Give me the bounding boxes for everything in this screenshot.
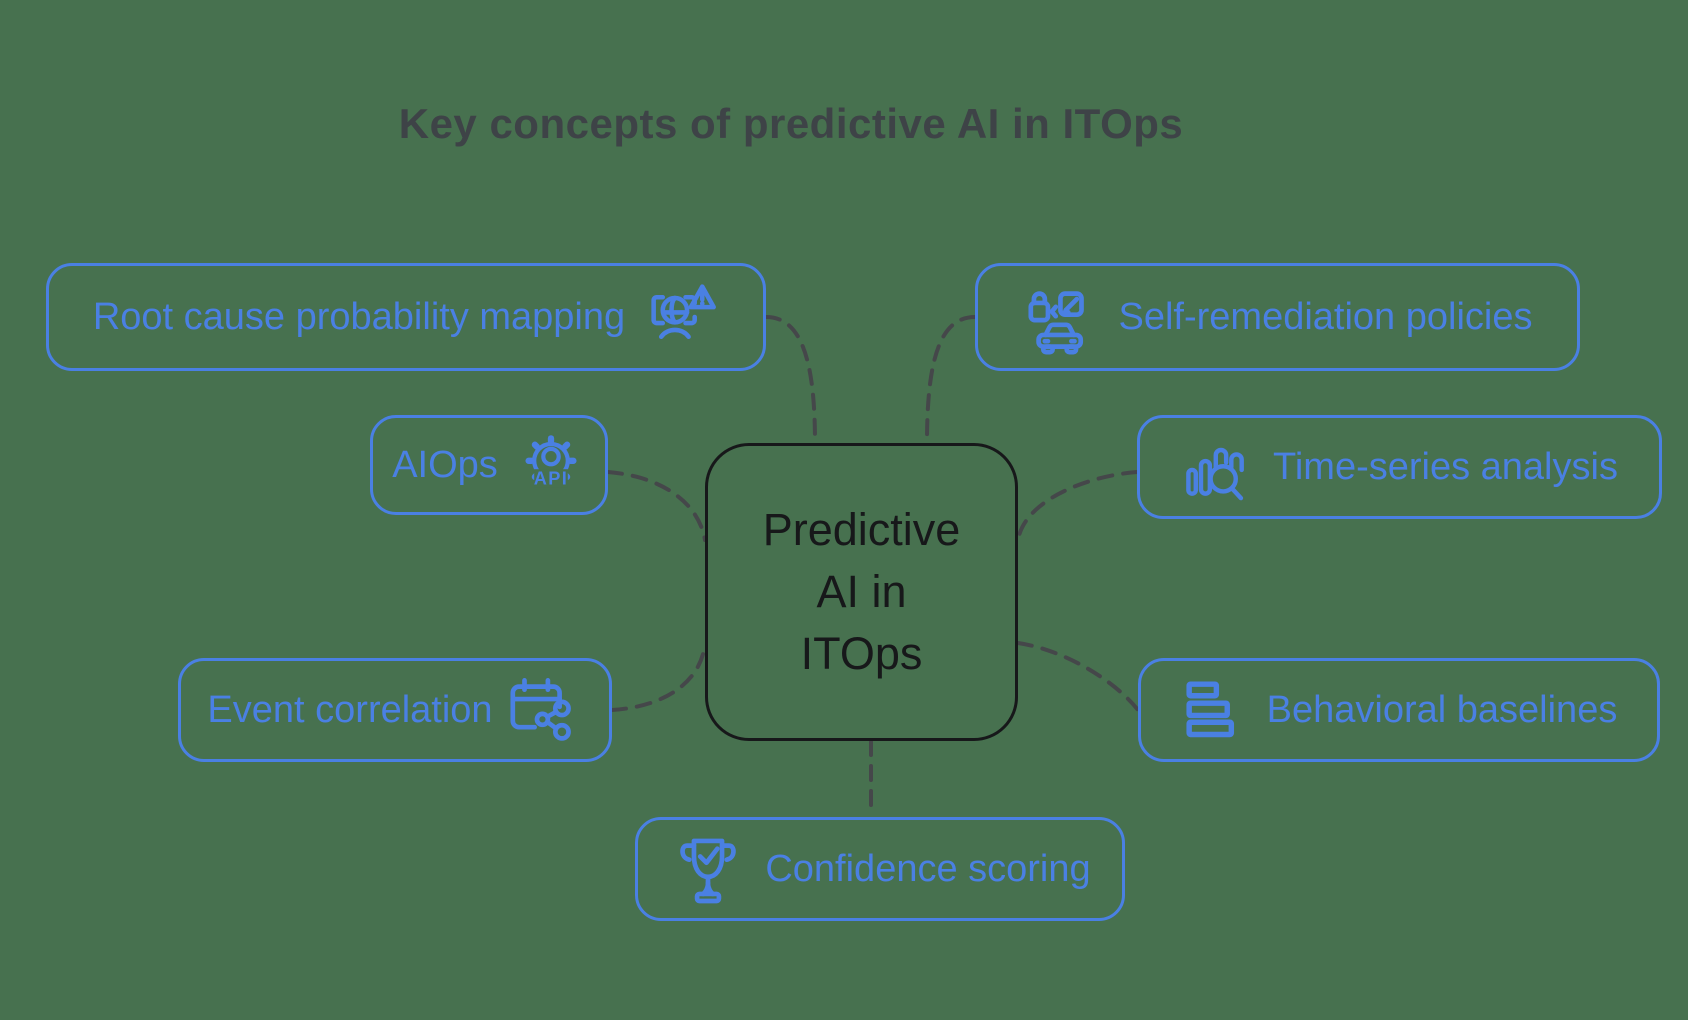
globe-alert-icon <box>643 279 719 355</box>
node-label: Behavioral baselines <box>1266 688 1618 731</box>
page-title: Key concepts of predictive AI in ITOps <box>398 100 1184 147</box>
node-label: Time-series analysis <box>1273 445 1618 488</box>
node-label: Event correlation <box>207 688 493 731</box>
node-label: Root cause probability mapping <box>92 295 626 338</box>
api-gear-icon: API <box>516 430 586 500</box>
node-time-series-analysis: Time-series analysis <box>1137 415 1662 519</box>
central-node-predictive-ai-in-itops: Predictive AI in ITOps <box>705 443 1018 741</box>
connector-self-remediation <box>925 315 977 445</box>
node-root-cause-probability-mapping: Root cause probability mapping <box>46 263 766 371</box>
stacked-bars-icon <box>1181 674 1249 746</box>
api-gear-icon-text: API <box>534 469 569 489</box>
node-label: Self-remediation policies <box>1118 295 1533 338</box>
connector-aiops <box>606 470 707 542</box>
central-line: ITOps <box>800 628 923 679</box>
node-behavioral-baselines: Behavioral baselines <box>1138 658 1660 762</box>
connector-event-correlation <box>610 643 707 712</box>
trophy-check-icon <box>669 830 747 908</box>
connector-time-series <box>1016 470 1139 542</box>
connector-root-cause <box>764 315 817 445</box>
calendar-share-icon <box>505 671 583 749</box>
connector-behavioral <box>1016 641 1140 712</box>
node-label: AIOps <box>392 443 498 486</box>
node-confidence-scoring: Confidence scoring <box>635 817 1125 921</box>
chart-magnifier-icon <box>1181 430 1255 504</box>
node-event-correlation: Event correlation <box>178 658 612 762</box>
auto-fix-car-icon <box>1023 278 1101 356</box>
node-self-remediation-policies: Self-remediation policies <box>975 263 1580 371</box>
central-line: Predictive <box>762 504 961 555</box>
node-aiops: AIOps API <box>370 415 608 515</box>
central-line: AI in <box>816 566 907 617</box>
node-label: Confidence scoring <box>765 847 1091 890</box>
